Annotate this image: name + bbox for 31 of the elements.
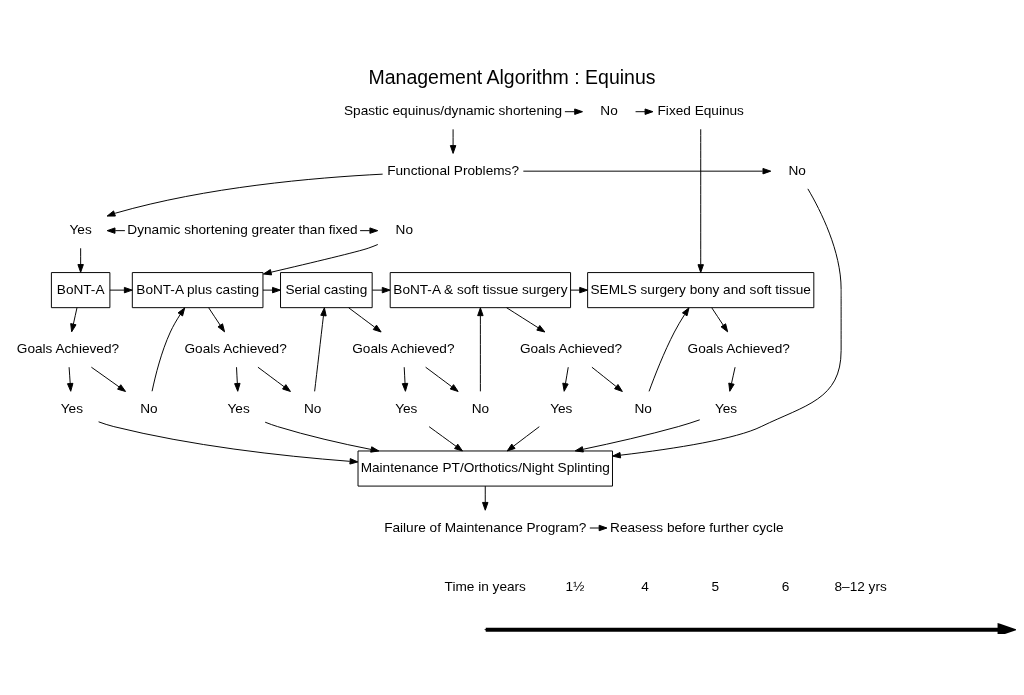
node-text: Yes (714, 400, 738, 416)
node-text: Yes (227, 400, 250, 416)
node-text: Yes (395, 400, 418, 416)
node-text: No (395, 222, 414, 238)
node-text: No (788, 162, 806, 178)
node-text: Goals Achieved? (184, 341, 287, 357)
node-text: Yes (60, 400, 83, 416)
diagram-title: Management Algorithm : Equinus (368, 66, 656, 89)
node-text: Spastic equinus/dynamic shortening (344, 103, 563, 119)
node-text: Failure of Maintenance Program? (384, 519, 587, 535)
node-text: Yes (69, 222, 92, 238)
node-text: Reasess before further cycle (610, 519, 784, 535)
label: 5 (711, 579, 720, 595)
node-text: No (303, 400, 322, 416)
label: Time in years (444, 579, 526, 595)
node-text: No (600, 103, 618, 119)
node-text: No (634, 400, 652, 416)
label: 4 (641, 579, 649, 595)
node-text: Dynamic shortening greater than fixed (127, 222, 358, 238)
node-text: Yes (550, 400, 573, 416)
node-text: Goals Achieved? (519, 341, 623, 357)
node-text: Functional Problems? (387, 162, 519, 178)
label: 8–12 yrs (834, 579, 887, 595)
node-text: Goals Achieved? (16, 341, 120, 357)
node-text: Goals Achieved? (352, 341, 455, 357)
label: 1½ (565, 579, 585, 595)
label: 6 (781, 579, 790, 595)
node-text: No (471, 400, 490, 416)
node-text: No (140, 400, 158, 416)
node-text: Goals Achieved? (687, 341, 790, 357)
node-text: Fixed Equinus (657, 103, 744, 119)
